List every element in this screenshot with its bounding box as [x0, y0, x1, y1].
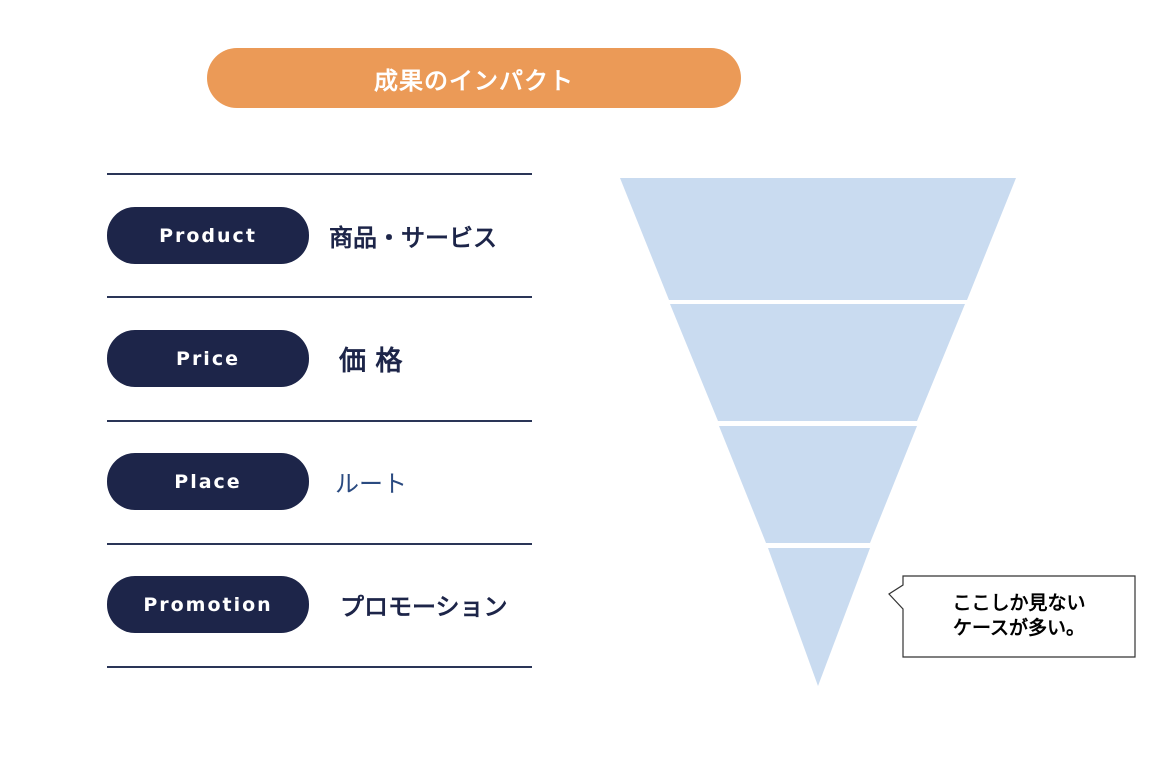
speech-bubble: [888, 575, 1136, 658]
label-promotion: プロモーション: [340, 593, 508, 621]
divider-4: [107, 543, 532, 545]
funnel-segment-3: [719, 426, 917, 543]
funnel-segment-1: [620, 178, 1016, 300]
callout-line-1: ここしか見ない: [952, 592, 1086, 614]
row-place: Place ルート: [107, 453, 532, 510]
divider-2: [107, 296, 532, 298]
row-product: Product 商品・サービス: [107, 207, 532, 264]
divider-5: [107, 666, 532, 668]
funnel: [620, 178, 1016, 686]
label-price: 価 格: [339, 346, 403, 377]
divider-3: [107, 420, 532, 422]
row-promotion: Promotion プロモーション: [107, 576, 532, 633]
row-price: Price 価 格: [107, 330, 532, 387]
funnel-segment-2: [670, 304, 965, 421]
pill-price: Price: [107, 330, 309, 387]
callout-line-2: ケースが多い。: [952, 617, 1086, 639]
pill-place: Place: [107, 453, 309, 510]
label-product: 商品・サービス: [329, 224, 497, 252]
divider-1: [107, 173, 532, 175]
callout-text: ここしか見ない ケースが多い。: [903, 575, 1135, 657]
pill-product: Product: [107, 207, 309, 264]
label-place: ルート: [335, 470, 407, 498]
pill-promotion: Promotion: [107, 576, 309, 633]
funnel-segment-4: [768, 548, 870, 686]
header-title: 成果のインパクト: [207, 48, 741, 108]
